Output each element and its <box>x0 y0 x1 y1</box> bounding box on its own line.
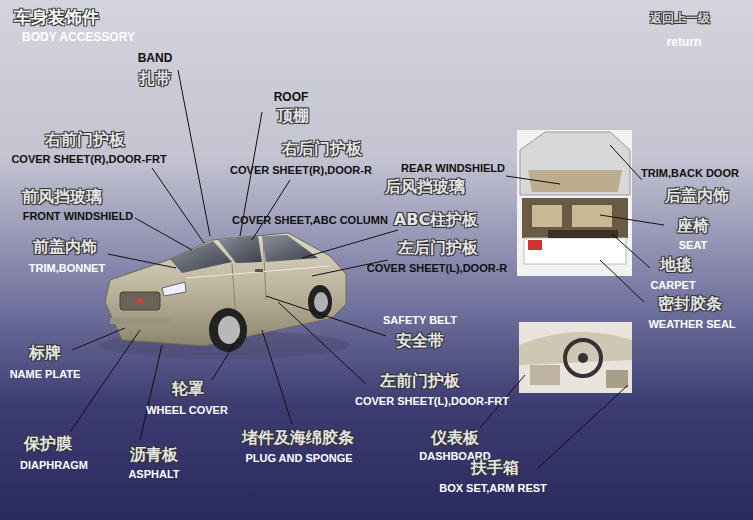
part-name-cn: 前风挡玻璃 <box>22 187 102 208</box>
part-name-en: ROOF <box>274 90 309 104</box>
photo-frame <box>519 322 632 393</box>
front-window <box>218 236 262 263</box>
part-name-cn: 扶手箱 <box>471 458 519 479</box>
part-name-cn: 左前门护板 <box>380 371 460 392</box>
arm-rest <box>606 370 628 388</box>
front-wheel <box>209 308 247 352</box>
part-name-cn: 顶棚 <box>277 106 309 127</box>
part-name-cn: 安全带 <box>396 331 444 352</box>
part-name-cn: 密封胶条 <box>658 294 722 315</box>
leader-line <box>506 176 560 184</box>
part-name-en: SAFETY BELT <box>383 314 457 326</box>
back-door <box>520 132 630 195</box>
leader-line <box>135 218 192 250</box>
dashboard <box>519 332 632 365</box>
bumper <box>110 318 170 324</box>
part-name-en: COVER SHEET(L),DOOR-FRT <box>355 395 509 407</box>
leader-line <box>262 330 292 424</box>
part-name-en: ASPHALT <box>128 468 179 480</box>
part-name-en: COVER SHEET(L),DOOR-R <box>367 262 508 274</box>
leader-line <box>212 338 238 380</box>
leader-line <box>600 260 644 302</box>
leader-line <box>178 70 210 236</box>
part-name-en: NAME PLATE <box>10 368 81 380</box>
part-name-cn: 仪表板 <box>431 428 479 449</box>
rear-window <box>262 235 318 262</box>
part-name-en: return <box>667 35 702 49</box>
part-name-en: COVER SHEET(R),DOOR-R <box>230 164 372 176</box>
part-name-en: REAR WINDSHIELD <box>401 162 505 174</box>
rear-bumper <box>524 238 626 264</box>
leader-line <box>140 345 162 440</box>
title: 车身装饰件 <box>14 6 99 29</box>
steering-hub <box>578 353 588 363</box>
part-name-cn: 堵件及海绵胶条 <box>242 428 354 449</box>
leader-line <box>538 385 628 468</box>
part-name-cn: 右后门护板 <box>282 139 362 160</box>
leader-line <box>302 230 398 258</box>
leader-line <box>108 254 176 268</box>
part-name-cn: 后风挡玻璃 <box>385 177 465 198</box>
part-name-cn: 后盖内饰 <box>665 186 729 207</box>
rear-rim <box>314 292 328 312</box>
part-name-en: WHEEL COVER <box>146 404 228 416</box>
dashboard-photo <box>519 322 632 393</box>
headlight <box>162 282 186 296</box>
part-name-en: BOX SET,ARM REST <box>439 482 547 494</box>
part-name-cn: 左后门护板 <box>398 238 478 259</box>
part-name-en: TRIM,BACK DOOR <box>641 167 739 179</box>
trunk-photo <box>517 130 632 276</box>
car-illustration <box>100 233 350 359</box>
part-name-en: TRIM,BONNET <box>29 262 105 274</box>
part-name-en: BAND <box>138 51 173 65</box>
trunk-cavity <box>522 198 628 238</box>
part-name-cn: 前盖内饰 <box>33 237 97 258</box>
leader-lines <box>70 70 664 468</box>
tail-light <box>528 240 542 250</box>
part-name-cn: 扎带 <box>139 69 171 90</box>
grille <box>120 292 160 310</box>
part-name-en: CARPET <box>650 279 695 291</box>
leader-line <box>252 180 290 240</box>
console <box>530 365 560 385</box>
part-name-en: DIAPHRAGM <box>20 459 88 471</box>
leader-line <box>600 215 664 225</box>
part-name-cn: 右前门护板 <box>45 130 125 151</box>
leader-line <box>278 302 366 384</box>
part-name-en: BODY ACCESSORY <box>22 30 135 44</box>
part-name-en: WEATHER SEAL <box>648 318 735 330</box>
leader-line <box>610 145 642 180</box>
part-name-en: FRONT WINDSHIELD <box>23 210 134 222</box>
part-name-cn: ABC柱护板 <box>394 210 478 231</box>
part-name-cn: 地毯 <box>660 255 692 276</box>
door-seam <box>263 236 266 300</box>
leader-line <box>70 330 140 432</box>
part-name-cn: 沥青板 <box>130 445 178 466</box>
seat-back <box>532 205 562 227</box>
part-name-cn: 保护膜 <box>24 434 72 455</box>
part-name-cn: 轮罩 <box>172 379 204 400</box>
steering-wheel <box>565 340 601 376</box>
part-name-en: SEAT <box>679 239 708 251</box>
carpet <box>548 230 618 238</box>
leader-line <box>72 328 125 350</box>
part-name-en: PLUG AND SPONGE <box>245 452 352 464</box>
leader-line <box>612 234 650 268</box>
body-line <box>186 266 330 278</box>
part-name-cn: 座椅 <box>677 216 709 237</box>
badge <box>137 298 143 304</box>
part-name-cn: 返回上一级 <box>650 10 710 27</box>
part-name-en: COVER SHEET,ABC COLUMN <box>232 214 388 226</box>
part-name-cn: 标牌 <box>29 343 61 364</box>
part-name-en: COVER SHEET(R),DOOR-FRT <box>11 153 166 165</box>
car-body <box>105 233 346 346</box>
door-handle <box>255 269 263 272</box>
leader-line <box>266 296 386 336</box>
photo-frame <box>517 130 632 276</box>
